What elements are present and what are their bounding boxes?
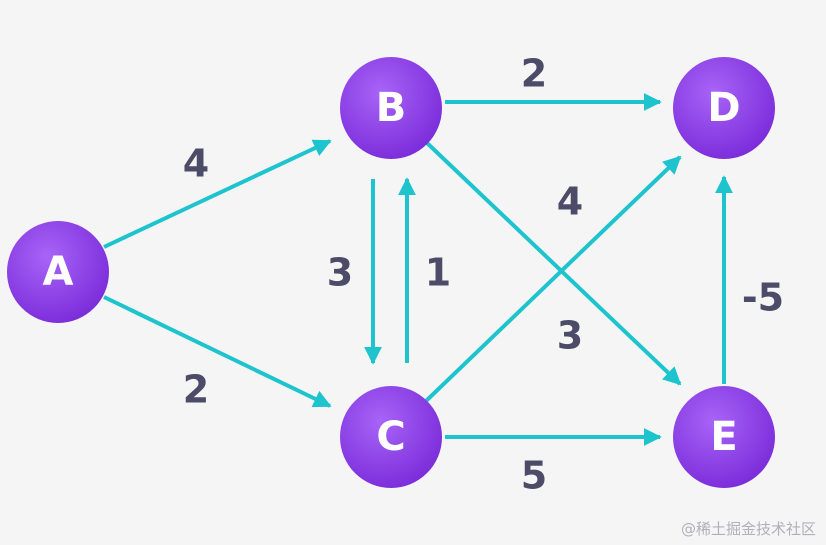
node-circle-e xyxy=(673,386,775,488)
node-label-d: D xyxy=(707,85,740,131)
edge-weight-c-b: 1 xyxy=(425,251,451,295)
edge-a-b xyxy=(103,139,332,249)
node-label-a: A xyxy=(43,249,74,295)
edge-weight-b-e: 3 xyxy=(557,314,583,358)
edge-weight-c-d: 4 xyxy=(557,180,583,224)
edge-weight-b-d: 2 xyxy=(521,52,547,96)
node-label-e: E xyxy=(710,414,737,460)
edge-c-d xyxy=(424,155,682,403)
edge-a-c xyxy=(103,295,332,408)
node-circle-a xyxy=(7,221,109,323)
node-c: C xyxy=(340,386,442,488)
edge-weight-a-b: 4 xyxy=(183,142,209,186)
node-b: B xyxy=(340,57,442,159)
node-circle-d xyxy=(673,57,775,159)
node-label-c: C xyxy=(376,414,405,460)
node-label-b: B xyxy=(376,85,407,131)
edge-weight-a-c: 2 xyxy=(183,368,209,412)
node-a: A xyxy=(7,221,109,323)
edge-weight-c-e: 5 xyxy=(521,454,547,498)
edge-weight-b-c: 3 xyxy=(327,251,353,295)
edge-weight-e-d: -5 xyxy=(742,276,784,320)
node-circle-c xyxy=(340,386,442,488)
node-d: D xyxy=(673,57,775,159)
watermark: @稀土掘金技术社区 xyxy=(680,520,816,538)
node-circle-b xyxy=(340,57,442,159)
node-e: E xyxy=(673,386,775,488)
edge-b-e xyxy=(424,140,682,386)
